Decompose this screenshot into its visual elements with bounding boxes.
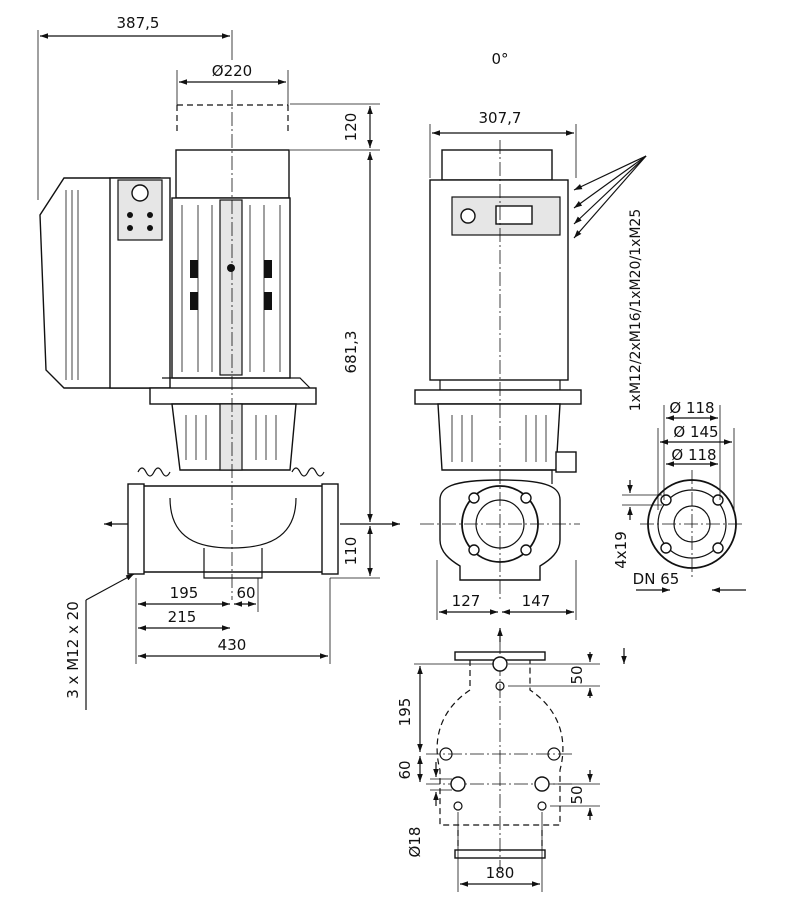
dim-half-right: 147 — [522, 592, 551, 610]
foot-plan-view: 195 60 Ø18 50 50 180 — [396, 628, 627, 892]
dim-motor-diameter: Ø220 — [212, 62, 252, 80]
dim-flange-d2: Ø 145 — [673, 423, 718, 441]
dim-total-height: 681,3 — [342, 331, 360, 374]
label-angle: 0° — [491, 50, 508, 68]
dim-foot-195: 195 — [396, 698, 414, 727]
dim-overall-left: 387,5 — [117, 14, 160, 32]
dim-base-60: 60 — [236, 584, 255, 602]
side-view — [39, 90, 400, 600]
dim-pipe-axis-height: 110 — [342, 537, 360, 566]
dim-base-430: 430 — [218, 636, 247, 654]
dim-front-width: 307,7 — [479, 109, 522, 127]
flange-view: Ø 118 Ø 145 Ø 118 4x19 DN 65 — [612, 399, 746, 593]
label-cable-glands: 1xM12/2xM16/1xM20/1xM25 — [628, 209, 644, 412]
dim-base-195: 195 — [170, 584, 199, 602]
front-view-dimensions: 307,7 127 147 1xM12/2xM16/1xM20/1xM25 — [429, 109, 647, 620]
front-view: 0° — [414, 50, 582, 600]
dim-flange-holes: 4x19 — [612, 531, 630, 569]
dim-foot-180: 180 — [486, 864, 515, 882]
dim-base-215: 215 — [168, 608, 197, 626]
dim-foot-60: 60 — [396, 760, 414, 779]
label-base-screws: 3 x M12 x 20 — [64, 601, 82, 699]
dim-flange-d3: Ø 118 — [671, 446, 716, 464]
dim-service-clearance: 120 — [342, 113, 360, 142]
dim-foot-50-bottom: 50 — [568, 785, 586, 804]
side-view-dimensions: 387,5 Ø220 120 681,3 110 195 60 215 430 … — [37, 14, 380, 710]
label-nominal-size: DN 65 — [633, 570, 680, 588]
dim-flange-d1: Ø 118 — [669, 399, 714, 417]
dim-half-left: 127 — [452, 592, 481, 610]
dim-foot-hole: Ø18 — [406, 827, 424, 858]
dim-foot-50-top: 50 — [568, 665, 586, 684]
